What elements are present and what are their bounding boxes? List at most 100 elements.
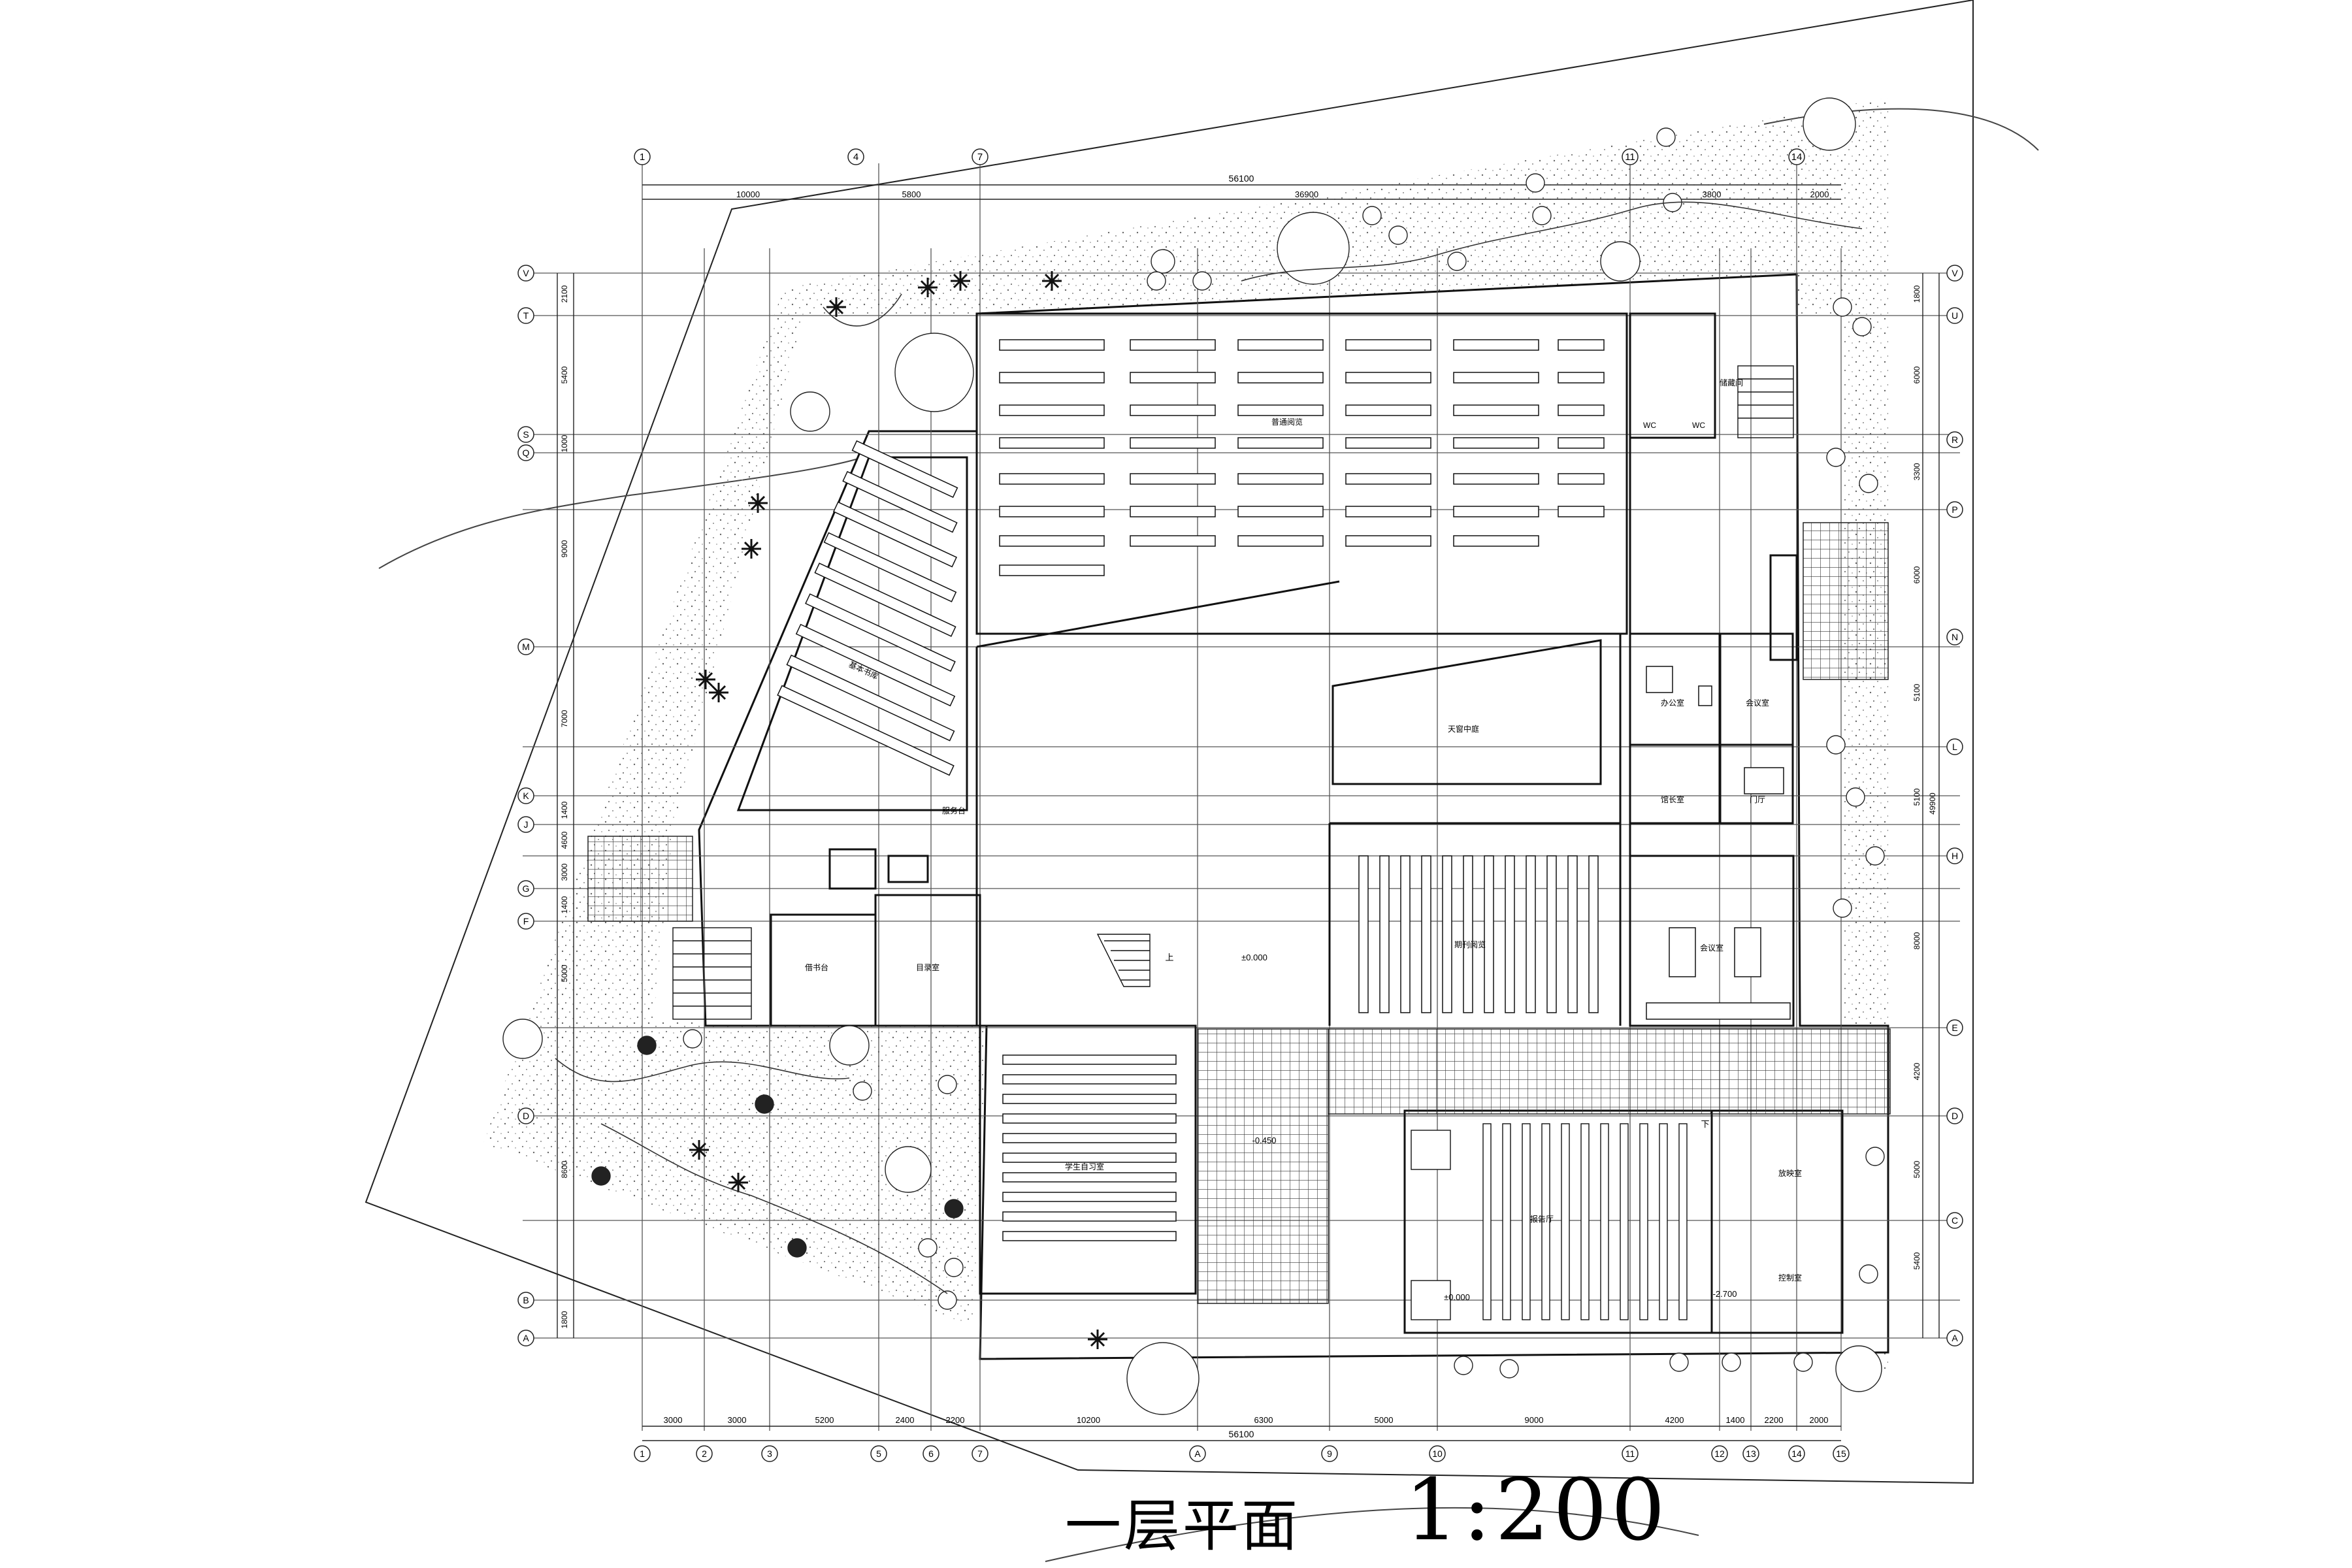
dim-bot-11: 1400 <box>1726 1415 1745 1425</box>
grid-bubble-bot-7: 7 <box>977 1448 983 1459</box>
dim-left-4: 9000 <box>560 540 569 557</box>
grid-bubble-left-m: M <box>522 642 530 652</box>
level-plaza: -0.450 <box>1252 1135 1277 1145</box>
dimension-lines <box>557 184 1940 1441</box>
dim-right-8: 4200 <box>1912 1062 1921 1080</box>
dim-bot-12: 2200 <box>1765 1415 1784 1425</box>
dim-bot-2: 3000 <box>728 1415 747 1425</box>
grid-bubble-left-t: T <box>523 310 529 321</box>
dim-bot-1: 3000 <box>664 1415 683 1425</box>
room-label-lending: 借书台 <box>805 962 828 972</box>
garden-paths <box>555 201 1863 1294</box>
dim-bot-5: 2200 <box>946 1415 965 1425</box>
grid-bubble-left-s: S <box>523 429 529 440</box>
dim-top-1: 10000 <box>736 189 760 199</box>
dim-right-5: 5100 <box>1912 683 1921 701</box>
level-main: ±0.000 <box>1241 953 1267 962</box>
dim-left-2: 5400 <box>560 366 569 384</box>
contour-line <box>1045 1507 1699 1562</box>
room-label-storage: 储藏间 <box>1720 378 1743 387</box>
site-boundary <box>365 0 1974 1484</box>
interior-walls <box>736 312 1844 1334</box>
dim-right-10: 5400 <box>1912 1252 1921 1269</box>
dim-bot-8: 5000 <box>1375 1415 1394 1425</box>
dim-right-4: 6000 <box>1912 566 1921 583</box>
dim-bot-4: 2400 <box>896 1415 915 1425</box>
reading-desks-north <box>999 339 1605 576</box>
palm-symbols <box>689 271 1107 1349</box>
grid-bubble-right-e: E <box>1952 1022 1957 1033</box>
dim-right-6: 5100 <box>1912 788 1921 806</box>
dim-top-4: 3800 <box>1703 189 1722 199</box>
dim-top-5: 2000 <box>1810 189 1829 199</box>
room-label-office-2: 会议室 <box>1746 698 1769 708</box>
grid-bubble-left-a: A <box>523 1333 529 1343</box>
room-label-catalog: 目录室 <box>916 962 939 972</box>
grid-bubbles-bottom: 1 2 3 5 6 7 A 9 10 11 12 13 14 15 <box>634 1445 1850 1462</box>
grid-bubble-top-11: 11 <box>1625 152 1635 163</box>
study-room-desks <box>1002 1054 1177 1241</box>
dim-bot-7: 6300 <box>1254 1415 1273 1425</box>
meeting-tables <box>1646 666 1791 1020</box>
dim-bot-3: 5200 <box>815 1415 834 1425</box>
grid-bubble-right-p: P <box>1952 504 1957 515</box>
dim-top-3: 36900 <box>1295 189 1318 199</box>
dim-left-1: 2100 <box>560 285 569 302</box>
grid-bubble-right-n: N <box>1952 632 1958 642</box>
grid-bubble-right-u: U <box>1952 310 1958 321</box>
grid-bubble-bot-6: 6 <box>928 1448 934 1459</box>
dim-left-6: 1400 <box>560 801 569 819</box>
room-label-lobby: 门厅 <box>1750 794 1765 804</box>
grid-bubble-right-r: R <box>1952 434 1958 445</box>
grid-bubble-left-f: F <box>523 916 529 926</box>
room-label-control: 控制室 <box>1778 1273 1802 1282</box>
grid-bubble-right-d: D <box>1952 1111 1958 1121</box>
grid-bubble-top-4: 4 <box>853 152 858 163</box>
room-label-projection: 放映室 <box>1778 1168 1802 1178</box>
bookshelves-west <box>777 440 958 776</box>
dim-left-5: 7000 <box>560 710 569 727</box>
drawing-scale: 1:200 <box>1405 1460 1669 1560</box>
grid-bubbles-left: V T S Q M K J G F D B A <box>517 265 534 1347</box>
grid-bubble-bot-12: 12 <box>1714 1448 1725 1459</box>
stair-up-label: 上 <box>1165 953 1173 962</box>
room-label-wc-2: WC <box>1692 421 1705 430</box>
grid-bubble-bot-2: 2 <box>702 1448 707 1459</box>
dim-top-total: 56100 <box>1229 173 1254 184</box>
room-label-office-1: 办公室 <box>1661 698 1684 708</box>
dim-bot-13: 2000 <box>1810 1415 1829 1425</box>
wall-atrium <box>1331 639 1602 785</box>
room-label-atrium: 天窗中庭 <box>1448 724 1479 734</box>
grid-bubbles-top: 1 4 7 11 14 <box>634 148 1805 165</box>
dim-left-11: 8600 <box>560 1160 569 1178</box>
grid-bubble-bot-9: 9 <box>1327 1448 1332 1459</box>
grid-bubble-top-7: 7 <box>977 152 983 163</box>
grid-bubble-right-h: H <box>1952 851 1958 861</box>
level-hall: -2.700 <box>1713 1289 1737 1299</box>
dim-left-3: 1000 <box>560 434 569 452</box>
grid-bubble-right-v: V <box>1952 268 1958 278</box>
grid-bubble-left-k: K <box>523 791 529 801</box>
grid-bubble-right-a: A <box>1952 1333 1958 1343</box>
room-label-meeting: 会议室 <box>1700 943 1723 953</box>
grid-bubble-bot-5: 5 <box>876 1448 881 1459</box>
grid-bubble-left-b: B <box>523 1295 529 1305</box>
grid-bubble-bot-1: 1 <box>640 1448 645 1459</box>
dim-bot-6: 10200 <box>1077 1415 1100 1425</box>
dim-left-9: 1400 <box>560 896 569 913</box>
dim-right-7: 8000 <box>1912 932 1921 949</box>
title-block: 一层平面 1:200 <box>1065 1460 1665 1560</box>
wall-north-reading <box>975 312 1628 635</box>
dim-right-total: 49900 <box>1928 792 1937 815</box>
grid-bubble-top-1: 1 <box>640 152 645 163</box>
grid-bubble-left-j: J <box>524 819 529 830</box>
grid-bubble-top-14: 14 <box>1791 152 1803 163</box>
room-label-office-3: 馆长室 <box>1661 794 1684 804</box>
dim-left-7: 4600 <box>560 831 569 849</box>
room-label-wc-1: WC <box>1643 421 1656 430</box>
grid-bubble-bot-a: A <box>1194 1448 1201 1459</box>
grid-bubble-left-g: G <box>523 883 530 894</box>
grid-bubble-right-l: L <box>1952 742 1957 752</box>
dim-bot-10: 4200 <box>1665 1415 1684 1425</box>
